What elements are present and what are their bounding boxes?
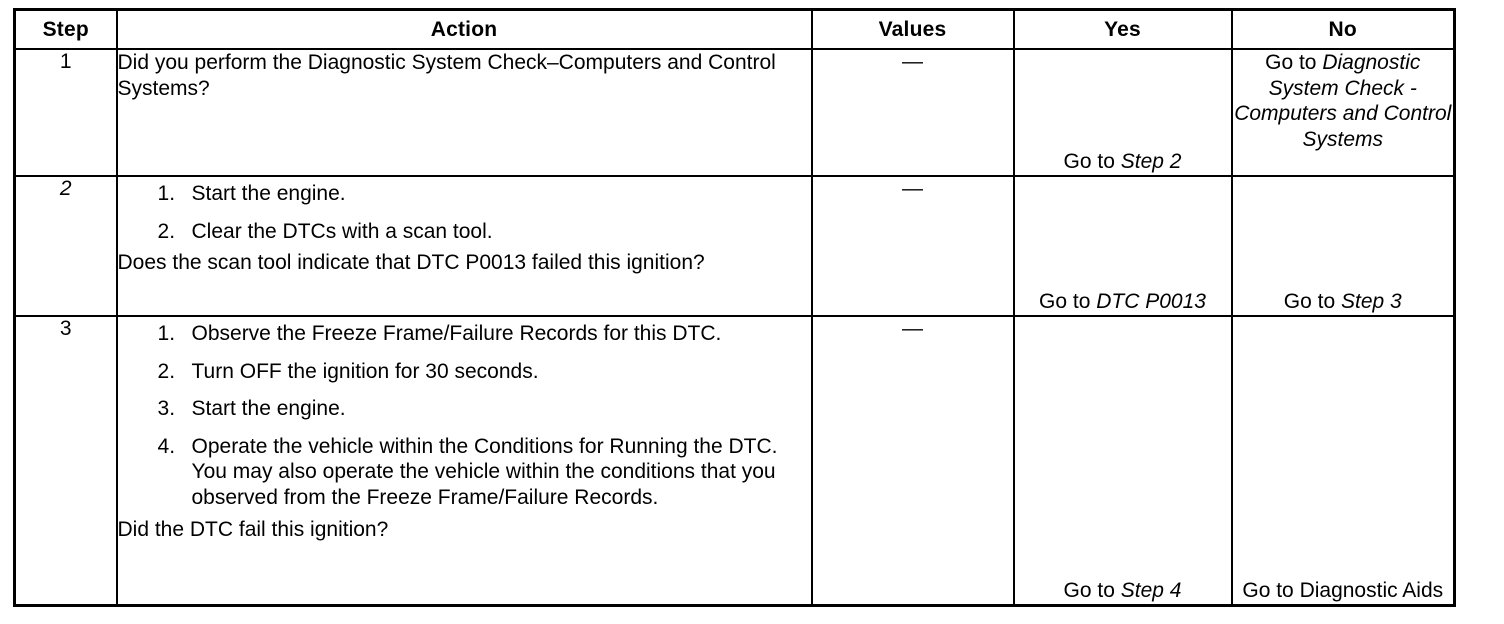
yes-branch-prefix: Go to bbox=[1063, 150, 1121, 174]
column-header-values: Values bbox=[810, 8, 1015, 50]
yes-branch-target: Step 2 bbox=[1120, 150, 1182, 174]
column-header-yes: Yes bbox=[1012, 8, 1233, 50]
action-list-item: Operate the vehicle within the Condition… bbox=[158, 434, 778, 510]
step-number: 1 bbox=[59, 50, 72, 73]
action-question-text: Does the scan tool indicate that DTC P00… bbox=[117, 251, 705, 275]
diagnostic-table-container: Step Action Values Yes No 1 Did you perf… bbox=[13, 8, 1456, 607]
step-number-cell: 1 bbox=[13, 48, 118, 177]
action-cell: Did you perform the Diagnostic System Ch… bbox=[115, 48, 813, 177]
table-header-row: Step Action Values Yes No bbox=[13, 8, 1456, 50]
table-row: 1 Did you perform the Diagnostic System … bbox=[13, 48, 1456, 177]
yes-branch-target: Step 4 bbox=[1120, 578, 1182, 602]
yes-branch-target: DTC P0013 bbox=[1096, 290, 1206, 314]
no-branch-prefix: Go to bbox=[1265, 51, 1323, 74]
step-number: 3 bbox=[59, 317, 72, 340]
no-branch-text: Go to Step 3 bbox=[1233, 289, 1454, 315]
action-step-list: Start the engine. Clear the DTCs with a … bbox=[118, 181, 811, 244]
action-list-item: Start the engine. bbox=[158, 396, 346, 421]
yes-branch-text: Go to DTC P0013 bbox=[1015, 289, 1231, 315]
action-step-list: Observe the Freeze Frame/Failure Records… bbox=[118, 321, 811, 511]
action-question-text: Did the DTC fail this ignition? bbox=[117, 517, 389, 541]
action-list-item: Turn OFF the ignition for 30 seconds. bbox=[158, 359, 539, 384]
yes-branch-prefix: Go to bbox=[1063, 578, 1121, 602]
step-number-cell: 3 bbox=[13, 315, 118, 606]
no-branch-target: Diagnostic Aids bbox=[1299, 578, 1444, 602]
no-branch-text: Go to Diagnostic System Check - Computer… bbox=[1233, 50, 1454, 152]
yes-branch-cell: Go to DTC P0013 bbox=[1012, 175, 1233, 317]
action-list-item: Start the engine. bbox=[158, 181, 346, 206]
no-branch-cell: Go to Step 3 bbox=[1230, 175, 1456, 317]
diagnostic-procedure-table: Step Action Values Yes No 1 Did you perf… bbox=[13, 8, 1456, 607]
column-header-no: No bbox=[1230, 8, 1456, 50]
no-branch-text: Go to Diagnostic Aids bbox=[1233, 578, 1454, 604]
no-branch-target: Step 3 bbox=[1340, 290, 1402, 314]
action-lead-text: Did you perform the Diagnostic System Ch… bbox=[117, 51, 776, 101]
values-cell: — bbox=[810, 48, 1015, 177]
step-number: 2 bbox=[59, 177, 72, 200]
no-branch-target: Diagnostic System Check - Computers and … bbox=[1234, 51, 1452, 151]
no-branch-cell: Go to Diagnostic Aids bbox=[1230, 315, 1456, 606]
action-list-item: Observe the Freeze Frame/Failure Records… bbox=[158, 321, 722, 346]
action-cell: Observe the Freeze Frame/Failure Records… bbox=[115, 315, 813, 606]
action-cell: Start the engine. Clear the DTCs with a … bbox=[115, 175, 813, 317]
yes-branch-cell: Go to Step 4 bbox=[1012, 315, 1233, 606]
yes-branch-text: Go to Step 2 bbox=[1015, 149, 1231, 175]
no-branch-cell: Go to Diagnostic System Check - Computer… bbox=[1230, 48, 1456, 177]
values-cell: — bbox=[810, 315, 1015, 606]
column-header-action: Action bbox=[115, 8, 813, 50]
values-cell: — bbox=[810, 175, 1015, 317]
no-branch-prefix: Go to bbox=[1242, 578, 1300, 602]
table-row: 3 Observe the Freeze Frame/Failure Recor… bbox=[13, 315, 1456, 606]
column-header-step: Step bbox=[13, 8, 118, 50]
yes-branch-text: Go to Step 4 bbox=[1015, 578, 1231, 604]
step-number-cell: 2 bbox=[13, 175, 118, 317]
yes-branch-cell: Go to Step 2 bbox=[1012, 48, 1233, 177]
no-branch-prefix: Go to bbox=[1283, 290, 1341, 314]
action-list-item: Clear the DTCs with a scan tool. bbox=[158, 219, 493, 244]
table-row: 2 Start the engine. Clear the DTCs with … bbox=[13, 175, 1456, 317]
yes-branch-prefix: Go to bbox=[1039, 290, 1097, 314]
